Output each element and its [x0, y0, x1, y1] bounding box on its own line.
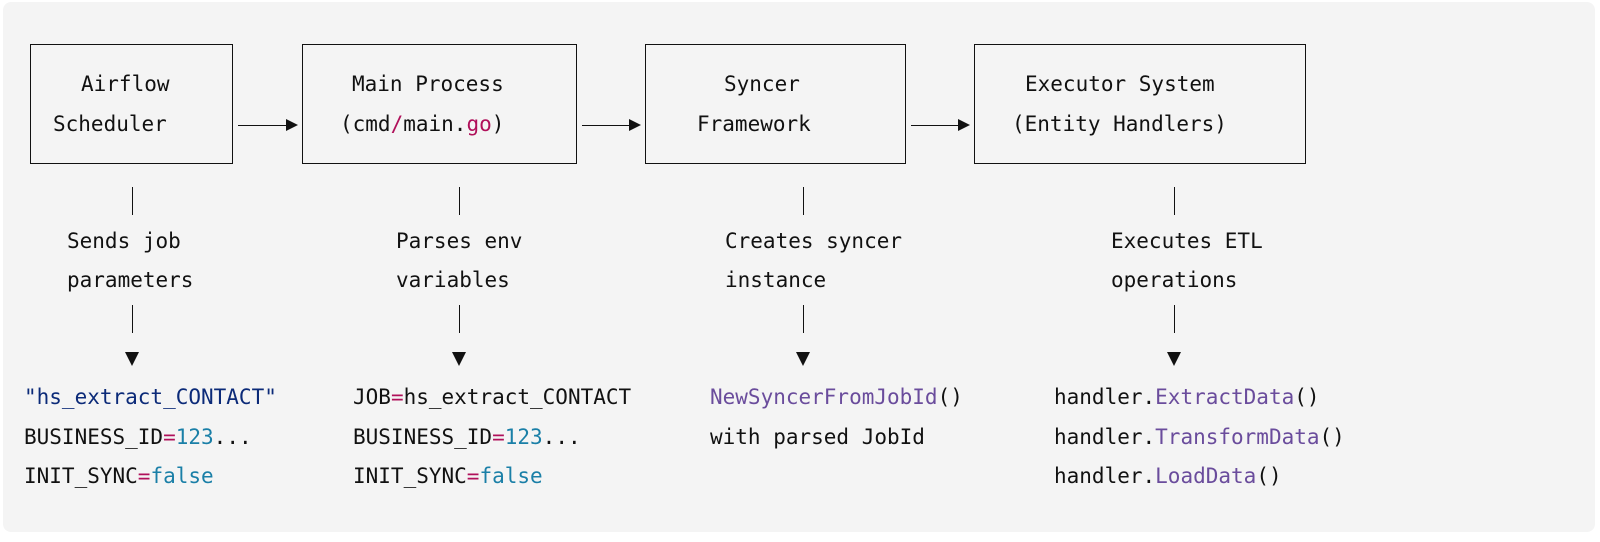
main-process-title-line-2: (cmd/main.go): [340, 112, 505, 136]
code-line-job-env: JOB=hs_extract_CONTACT: [353, 385, 632, 409]
code-line-new-syncer: NewSyncerFromJobId(): [710, 385, 963, 409]
code-line-extract-data: handler.ExtractData(): [1054, 385, 1320, 409]
connector-line-upper-3: [803, 187, 804, 215]
arrow-scheduler-to-main: [238, 119, 298, 131]
diagram-panel: [3, 2, 1595, 532]
executor-description-line-1: Executes ETL: [1111, 229, 1263, 253]
executor-system-title-line-2: (Entity Handlers): [1012, 112, 1227, 136]
executor-description-line-2: operations: [1111, 268, 1238, 292]
connector-line-lower-3: [803, 305, 804, 333]
executor-system-title-line-1: Executor System: [1025, 72, 1215, 96]
code-line-job-name: "hs_extract_CONTACT": [24, 385, 277, 409]
down-arrow-1: [125, 352, 139, 366]
airflow-scheduler-title-line-1: Airflow: [81, 72, 170, 96]
connector-line-upper-1: [132, 187, 133, 215]
main-process-box: [302, 44, 577, 164]
executor-system-box: [974, 44, 1306, 164]
code-line-business-id: BUSINESS_ID=123...: [24, 425, 252, 449]
code-line-load-data: handler.LoadData(): [1054, 464, 1282, 488]
code-line-business-id-env: BUSINESS_ID=123...: [353, 425, 581, 449]
arrow-main-to-syncer: [582, 119, 641, 131]
syncer-framework-title-line-1: Syncer: [724, 72, 800, 96]
arrow-syncer-to-executor: [911, 119, 970, 131]
syncer-description-line-1: Creates syncer: [725, 229, 903, 253]
main-description-line-2: variables: [396, 268, 510, 292]
connector-line-lower-4: [1174, 305, 1175, 333]
main-description-line-1: Parses env: [396, 229, 523, 253]
syncer-description-line-2: instance: [725, 268, 827, 292]
code-line-init-sync-env: INIT_SYNC=false: [353, 464, 543, 488]
code-line-transform-data: handler.TransformData(): [1054, 425, 1345, 449]
connector-line-upper-2: [459, 187, 460, 215]
code-line-with-parsed-jobid: with parsed JobId: [710, 425, 925, 449]
syncer-framework-title-line-2: Framework: [697, 112, 811, 136]
down-arrow-2: [452, 352, 466, 366]
airflow-scheduler-box: [30, 44, 233, 164]
connector-line-lower-2: [459, 305, 460, 333]
airflow-description-line-1: Sends job: [67, 229, 181, 253]
connector-line-upper-4: [1174, 187, 1175, 215]
code-line-init-sync: INIT_SYNC=false: [24, 464, 214, 488]
airflow-scheduler-title-line-2: Scheduler: [53, 112, 167, 136]
syncer-framework-box: [645, 44, 906, 164]
main-process-title-line-1: Main Process: [352, 72, 504, 96]
down-arrow-3: [796, 352, 810, 366]
airflow-description-line-2: parameters: [67, 268, 194, 292]
down-arrow-4: [1167, 352, 1181, 366]
connector-line-lower-1: [132, 305, 133, 333]
